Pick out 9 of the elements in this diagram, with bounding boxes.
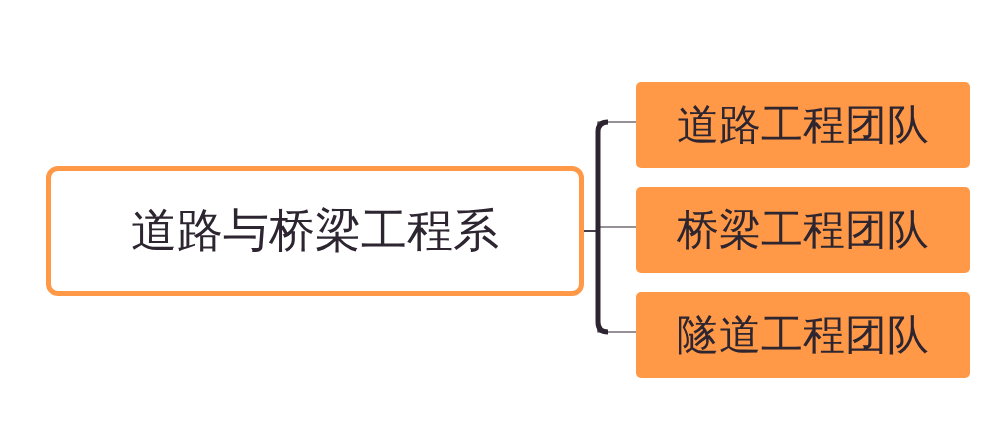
subtopic-box (636, 187, 970, 273)
root-topic-box (46, 166, 584, 296)
topic-label: 道路工程团队 (677, 99, 929, 151)
topic-label: 道路与桥梁工程系 (131, 202, 499, 259)
subtopic-box (636, 292, 970, 378)
connector-line (583, 230, 637, 333)
subtopic-box (636, 82, 970, 168)
topic-label: 隧道工程团队 (677, 309, 929, 361)
topic-label: 桥梁工程团队 (677, 204, 929, 256)
